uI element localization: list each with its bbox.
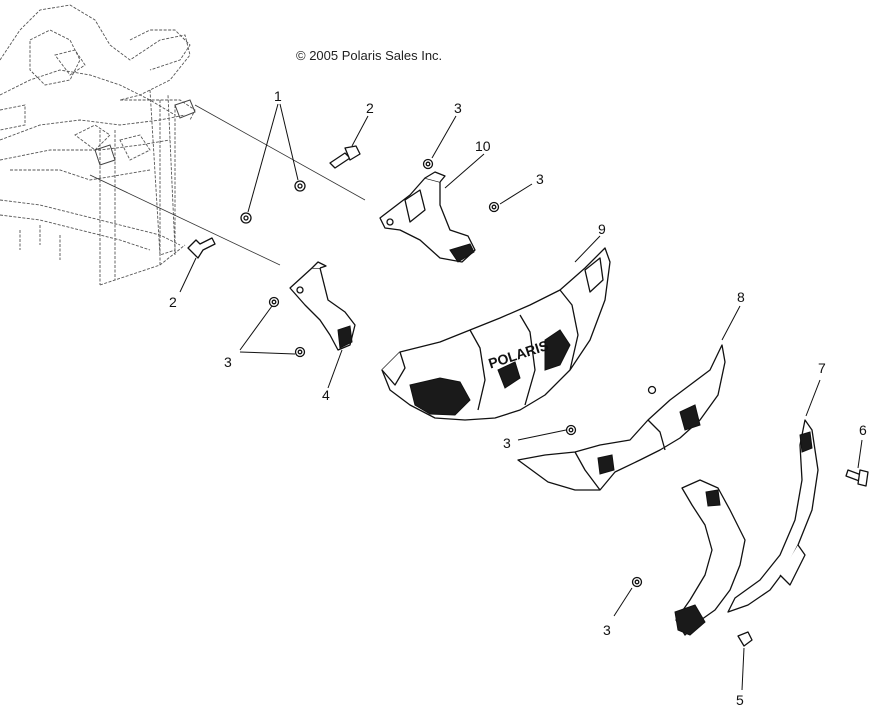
callout-2-upper: 2 xyxy=(366,100,374,116)
bolt-5-bottom xyxy=(737,631,753,647)
alignment-guides xyxy=(89,104,366,266)
nut-3-d xyxy=(294,346,306,358)
bolt-2-lower xyxy=(187,237,216,259)
callout-7: 7 xyxy=(818,360,826,376)
callout-3-e: 3 xyxy=(603,622,611,638)
callout-3-b: 3 xyxy=(536,171,544,187)
nut-1-left xyxy=(240,212,252,224)
nut-1-right xyxy=(294,180,306,192)
bolt-2-upper xyxy=(329,145,361,169)
copyright-notice: © 2005 Polaris Sales Inc. xyxy=(296,48,443,63)
part-8-lower-lip xyxy=(517,344,726,491)
nut-3-a xyxy=(422,158,434,170)
callout-2-lower: 2 xyxy=(169,294,177,310)
part-9-front-bumper: POLARIS xyxy=(381,247,611,421)
nut-3-c xyxy=(268,296,280,308)
callout-5: 5 xyxy=(736,692,744,706)
part-10-upper-bracket xyxy=(379,171,476,263)
vehicle-frame xyxy=(0,4,196,286)
nut-extra xyxy=(647,385,657,395)
leader-lines xyxy=(179,103,863,691)
callout-10: 10 xyxy=(475,138,491,154)
bolt-6-right xyxy=(845,469,869,487)
part-4-lower-bracket xyxy=(289,261,356,351)
callout-4: 4 xyxy=(322,387,330,403)
callout-3-c: 3 xyxy=(224,354,232,370)
callout-labels: 1 2 3 10 3 9 2 3 4 8 3 7 6 3 5 xyxy=(169,88,867,706)
nut-3-f xyxy=(631,576,643,588)
part-7-skid-guard xyxy=(674,419,819,636)
callout-1: 1 xyxy=(274,88,282,104)
callout-9: 9 xyxy=(598,221,606,237)
callout-3-a: 3 xyxy=(454,100,462,116)
callout-6: 6 xyxy=(859,422,867,438)
callout-3-d: 3 xyxy=(503,435,511,451)
callout-8: 8 xyxy=(737,289,745,305)
nut-3-e xyxy=(565,424,577,436)
nut-3-b xyxy=(488,201,500,213)
